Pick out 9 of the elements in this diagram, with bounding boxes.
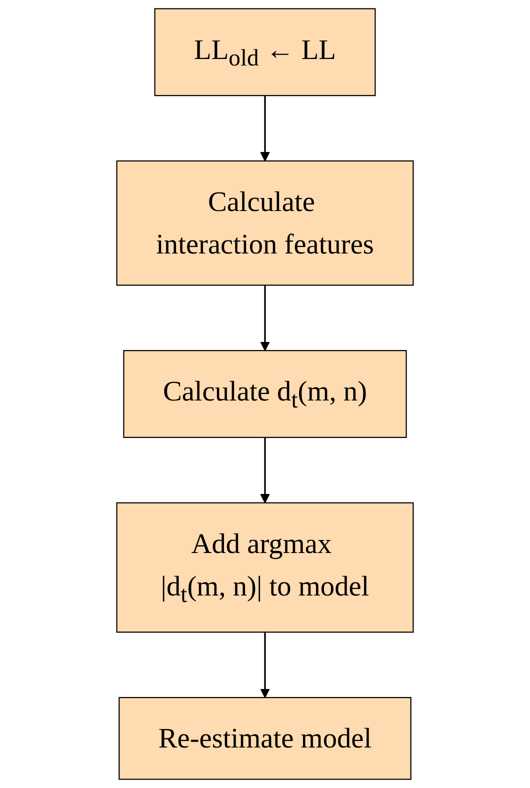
arrow [260, 285, 270, 352]
node-box: LL$_{old}$ ← LL [154, 8, 376, 96]
node-box: Calculate d$_{t}$(m, n) [123, 350, 407, 438]
node-box: Add argmax |d$_{t}$(m, n)| to model [116, 502, 414, 633]
node-box: Re-estimate model [118, 697, 412, 780]
node-box: Calculate interaction features [116, 160, 414, 286]
arrow [260, 437, 270, 504]
arrow [260, 632, 270, 698]
arrow [260, 96, 270, 162]
